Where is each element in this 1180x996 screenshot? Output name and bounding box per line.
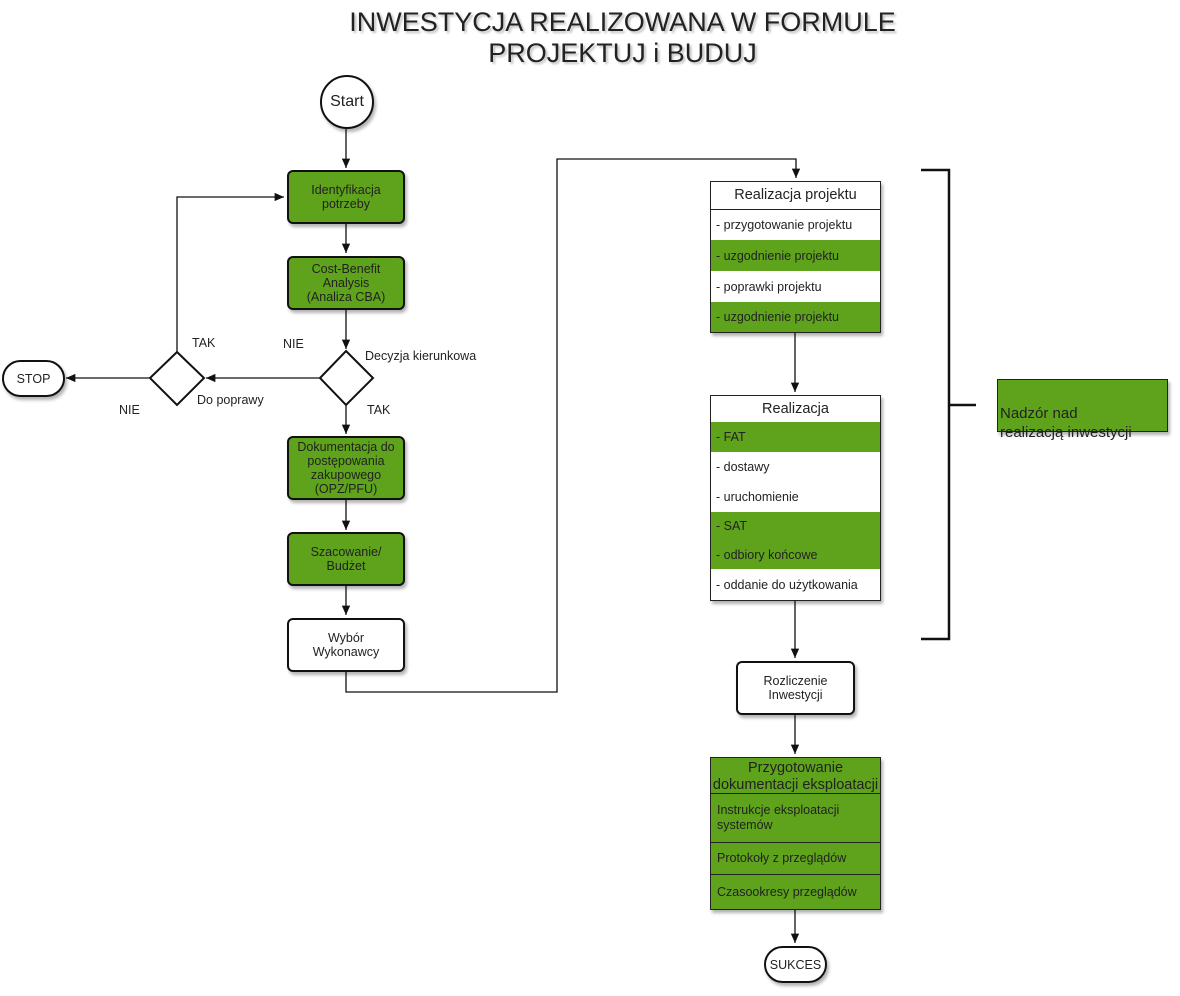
operation-docs-title: Przygotowanie dokumentacji eksploatacji: [711, 760, 880, 794]
arrow-fix-identification: [176, 192, 284, 352]
realization-row: - uruchomienie: [711, 482, 880, 512]
project-row: - uzgodnienie projektu: [711, 240, 880, 271]
realization-row-text: - oddanie do użytkowania: [716, 577, 858, 592]
start-node: Start: [320, 75, 374, 129]
project-row-text: - uzgodnienie projektu: [716, 248, 839, 263]
stop-node: STOP: [2, 360, 65, 397]
stop-label: STOP: [16, 371, 51, 386]
project-row: - przygotowanie projektu: [711, 210, 880, 240]
realization-title: Realizacja: [762, 401, 829, 417]
project-row-text: - uzgodnienie projektu: [716, 310, 839, 324]
contractor-node: Wybór Wykonawcy: [287, 618, 405, 672]
identification-node: Identyfikacja potrzeby: [287, 170, 405, 224]
success-node: SUKCES: [764, 946, 827, 983]
budget-node: Szacowanie/ Budżet: [287, 532, 405, 586]
fix-no-label: NIE: [119, 403, 140, 417]
project-row-text: - poprawki projektu: [716, 279, 822, 294]
diagram-title: INWESTYCJA REALIZOWANA W FORMULE PROJEKT…: [0, 7, 1180, 69]
realization-panel: Realizacja - FAT - dostawy - uruchomieni…: [710, 395, 881, 601]
realization-row: - dostawy: [711, 452, 880, 482]
project-realization-title: Realizacja projektu: [711, 182, 880, 210]
decision-fix-diamond: [148, 350, 206, 407]
direction-yes-label: TAK: [367, 403, 391, 417]
documentation-node: Dokumentacja do postępowania zakupowego …: [287, 436, 405, 500]
project-row: - uzgodnienie projektu: [711, 302, 880, 332]
realization-row: - SAT: [711, 512, 880, 540]
cba-node: Cost-Benefit Analysis (Analiza CBA): [287, 256, 405, 310]
arrow-contractor-project: [345, 158, 801, 693]
project-row-text: - przygotowanie projektu: [716, 218, 853, 232]
supervision-bracket: [921, 168, 976, 641]
success-label: SUKCES: [769, 957, 822, 972]
diagram-title-line1: INWESTYCJA REALIZOWANA W FORMULE: [349, 7, 896, 37]
direction-no-label: NIE: [283, 337, 304, 351]
supervision-label: Nadzór nad realizacją inwestycji: [1000, 405, 1132, 441]
diagram-title-line2: PROJEKTUJ i BUDUJ: [488, 38, 757, 68]
realization-row: - FAT: [711, 422, 880, 452]
fix-yes-label: TAK: [192, 336, 216, 350]
realization-row: - oddanie do użytkowania: [711, 569, 880, 600]
project-realization-panel: Realizacja projektu - przygotowanie proj…: [710, 181, 881, 333]
realization-row-text: - uruchomienie: [716, 490, 799, 504]
supervision-box: Nadzór nad realizacją inwestycji: [997, 379, 1168, 441]
direction-decision-label: Decyzja kierunkowa: [365, 349, 477, 363]
realization-row: - odbiory końcowe: [711, 540, 880, 569]
fix-decision-label: Do poprawy: [197, 393, 264, 407]
settlement-node: Rozliczenie Inwestycji: [736, 661, 855, 715]
operation-docs-row: Instrukcje eksploatacji systemów: [711, 794, 880, 843]
realization-row-text: - dostawy: [716, 460, 770, 474]
start-label: Start: [330, 93, 364, 110]
decision-direction-diamond: [318, 349, 375, 407]
operation-docs-row: Czasookresy przeglądów: [717, 884, 857, 899]
realization-row-text: - odbiory końcowe: [716, 547, 818, 562]
operation-docs-row: Protokoły z przeglądów: [711, 843, 880, 875]
project-row: - poprawki projektu: [711, 271, 880, 302]
realization-row-text: - SAT: [716, 519, 748, 533]
operation-docs-panel: Przygotowanie dokumentacji eksploatacji …: [710, 757, 881, 910]
realization-row-text: - FAT: [716, 430, 746, 444]
